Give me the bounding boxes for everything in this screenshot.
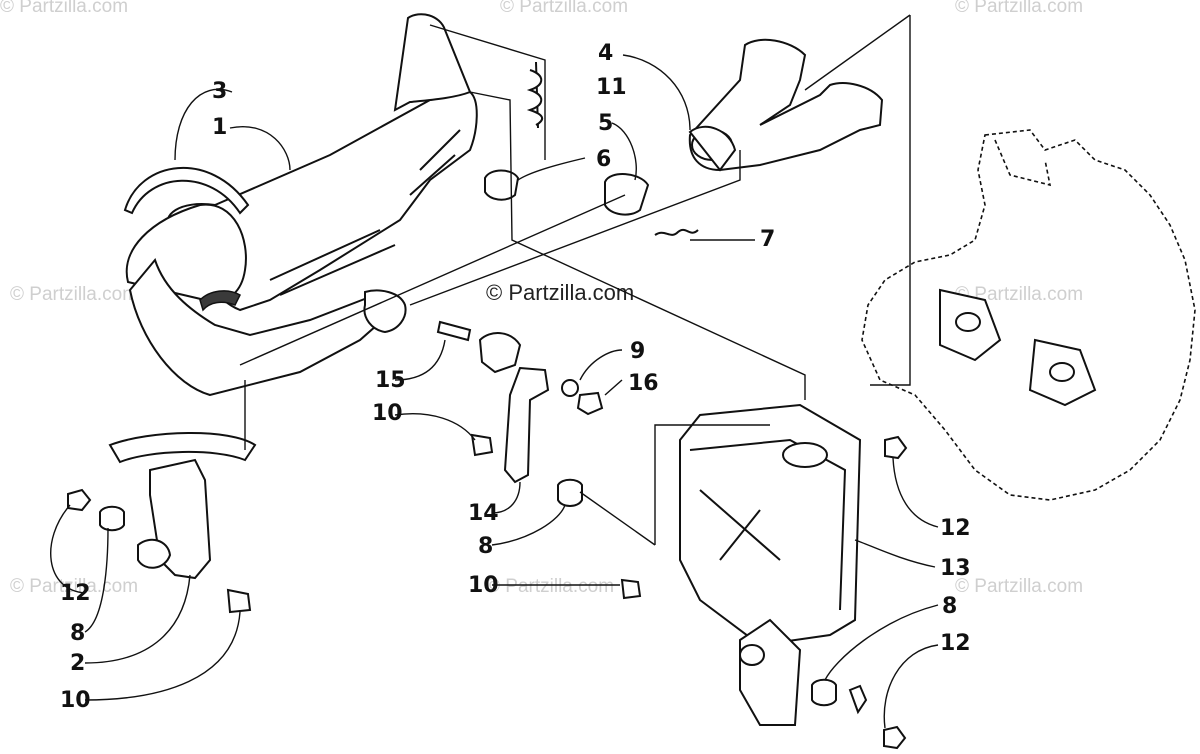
strap [503,366,550,484]
exhaust-manifold [688,38,884,172]
watermark-top-center: © Partzilla.com [500,0,628,17]
bushing-right [811,678,837,707]
watermark-mid-left: © Partzilla.com [10,284,138,305]
nut-right-lower [883,725,907,750]
callout-10-left: 10 [60,688,91,713]
bolt-10-lower [620,578,642,600]
callout-3: 3 [212,79,227,104]
muffler-box [679,403,862,726]
bolt-10-upper [470,433,494,457]
callout-9: 9 [630,339,645,364]
spring-lower [654,228,699,236]
bushing-center [557,478,583,507]
mounting-bracket [108,432,257,580]
spring-upper-coil [526,69,544,126]
callout-10-lower: 10 [468,573,499,598]
washer [561,379,579,397]
clip [848,684,868,715]
callout-11: 11 [596,75,627,100]
callout-leaders [50,54,939,729]
watermark-mid-center: © Partzilla.com [486,280,634,305]
callout-8-left: 8 [70,621,85,646]
watermark-low-center: © Partzilla.com [486,576,614,597]
callout-13: 13 [940,556,971,581]
bushing-left [99,505,125,532]
callout-7: 7 [760,227,775,252]
callout-15: 15 [375,368,406,393]
watermark-top-left: © Partzilla.com [0,0,128,17]
watermark-low-right: © Partzilla.com [955,576,1083,597]
callout-8-center: 8 [478,534,493,559]
mount-plate [478,332,522,374]
callout-2: 2 [70,651,85,676]
grommet [484,169,520,201]
callout-16: 16 [628,371,659,396]
watermark-low-left: © Partzilla.com [10,576,138,597]
callout-14: 14 [468,501,499,526]
watermark-mid-right: © Partzilla.com [955,284,1083,305]
callout-8-right: 8 [942,594,957,619]
callout-5: 5 [598,111,613,136]
nut [576,391,604,416]
engine-outline [861,129,1196,501]
callout-4: 4 [598,41,613,66]
exhaust-seal [604,173,650,216]
watermark-top-right: © Partzilla.com [955,0,1083,17]
callout-10-upper: 10 [372,401,403,426]
bolt-15 [436,320,472,342]
bolt-left [226,588,252,614]
assembly-lines [239,14,911,546]
heat-shield [123,167,250,215]
nut-left [67,488,92,512]
callout-12-left: 12 [60,581,91,606]
callout-1: 1 [212,115,227,140]
exhaust-silencer [125,13,478,397]
nut-right-upper [884,435,908,460]
callout-12-lower: 12 [940,631,971,656]
callout-6: 6 [596,147,611,172]
callout-12-upper: 12 [940,516,971,541]
